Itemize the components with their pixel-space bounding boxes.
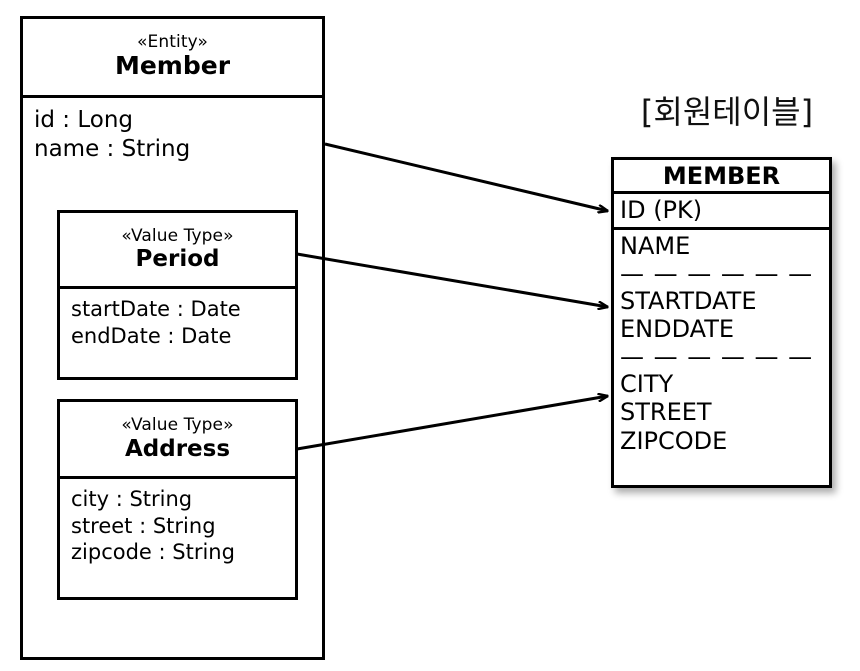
table-group-separator: — — — — — — bbox=[620, 259, 814, 288]
table-column: STREET bbox=[620, 398, 712, 427]
value-type-header-period: «Value Type» Period bbox=[60, 213, 295, 289]
table-column-group: — — — — — — CITY STREET ZIPCODE bbox=[614, 344, 829, 456]
value-type-stereotype: «Value Type» bbox=[121, 225, 234, 246]
value-type-header-address: «Value Type» Address bbox=[60, 402, 295, 479]
entity-name: Member bbox=[114, 51, 231, 81]
value-type-attributes-period: startDate : Date endDate : Date bbox=[60, 289, 295, 349]
entity-attribute: id : Long bbox=[34, 107, 134, 133]
value-type-name: Address bbox=[124, 435, 231, 462]
mapping-arrow-period-to-startdate bbox=[296, 252, 608, 307]
table-column-group: NAME bbox=[614, 230, 829, 261]
table-caption: [회원테이블] bbox=[640, 93, 814, 131]
table-column-group: — — — — — — STARTDATE ENDDATE bbox=[614, 261, 829, 344]
table-title: MEMBER bbox=[614, 160, 829, 194]
value-type-attribute: street : String bbox=[71, 513, 216, 538]
table-group-separator: — — — — — — bbox=[620, 342, 814, 371]
entity-box-member[interactable]: «Entity» Member id : Long name : String … bbox=[20, 16, 325, 660]
value-type-name: Period bbox=[135, 246, 220, 273]
value-type-box-address[interactable]: «Value Type» Address city : String stree… bbox=[57, 399, 298, 600]
value-type-stereotype: «Value Type» bbox=[121, 415, 234, 435]
table-column: ZIPCODE bbox=[620, 426, 728, 455]
table-column: CITY bbox=[620, 369, 674, 398]
value-type-box-period[interactable]: «Value Type» Period startDate : Date end… bbox=[57, 210, 298, 380]
value-type-attribute: city : String bbox=[71, 487, 193, 511]
table-column-primary-key: ID (PK) bbox=[614, 194, 829, 230]
table-column: STARTDATE bbox=[620, 286, 757, 315]
value-type-attributes-address: city : String street : String zipcode : … bbox=[60, 479, 295, 566]
entity-attribute: name : String bbox=[34, 136, 191, 163]
table-column: NAME bbox=[620, 232, 691, 260]
entity-stereotype: «Entity» bbox=[137, 31, 208, 52]
entity-attributes-member: id : Long name : String bbox=[23, 98, 322, 164]
database-table-member[interactable]: MEMBER ID (PK) NAME — — — — — — STARTDAT… bbox=[611, 157, 832, 488]
value-type-attribute: startDate : Date bbox=[71, 297, 241, 321]
entity-header-member: «Entity» Member bbox=[23, 19, 322, 98]
table-column: ENDDATE bbox=[620, 315, 735, 344]
mapping-arrow-member-to-id bbox=[324, 142, 608, 211]
mapping-arrow-address-to-city bbox=[296, 396, 608, 451]
value-type-attribute: endDate : Date bbox=[71, 323, 232, 348]
value-type-attribute: zipcode : String bbox=[71, 540, 235, 565]
